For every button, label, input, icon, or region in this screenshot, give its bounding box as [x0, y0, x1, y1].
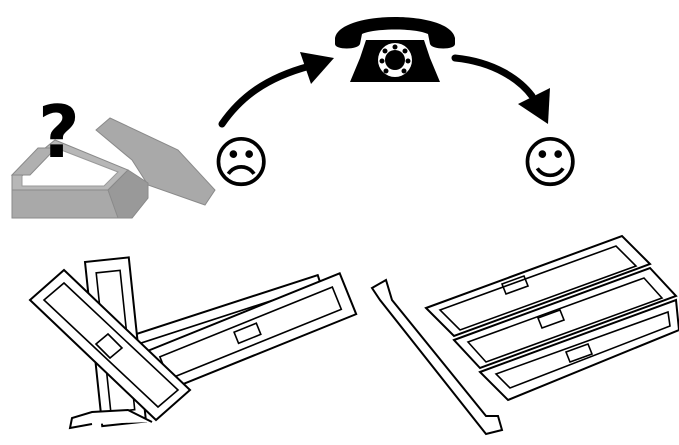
- expansion-card-icon: [370, 234, 679, 436]
- expansion-card-icon: [28, 268, 192, 430]
- open-box-icon: [10, 117, 216, 219]
- sad-face-icon: ☹: [212, 131, 271, 196]
- question-mark: ?: [38, 90, 80, 174]
- arrow-icon: [218, 52, 334, 128]
- happy-face-icon: ☺: [521, 131, 580, 196]
- telephone-icon: [335, 17, 455, 82]
- arrow-icon: [451, 54, 550, 124]
